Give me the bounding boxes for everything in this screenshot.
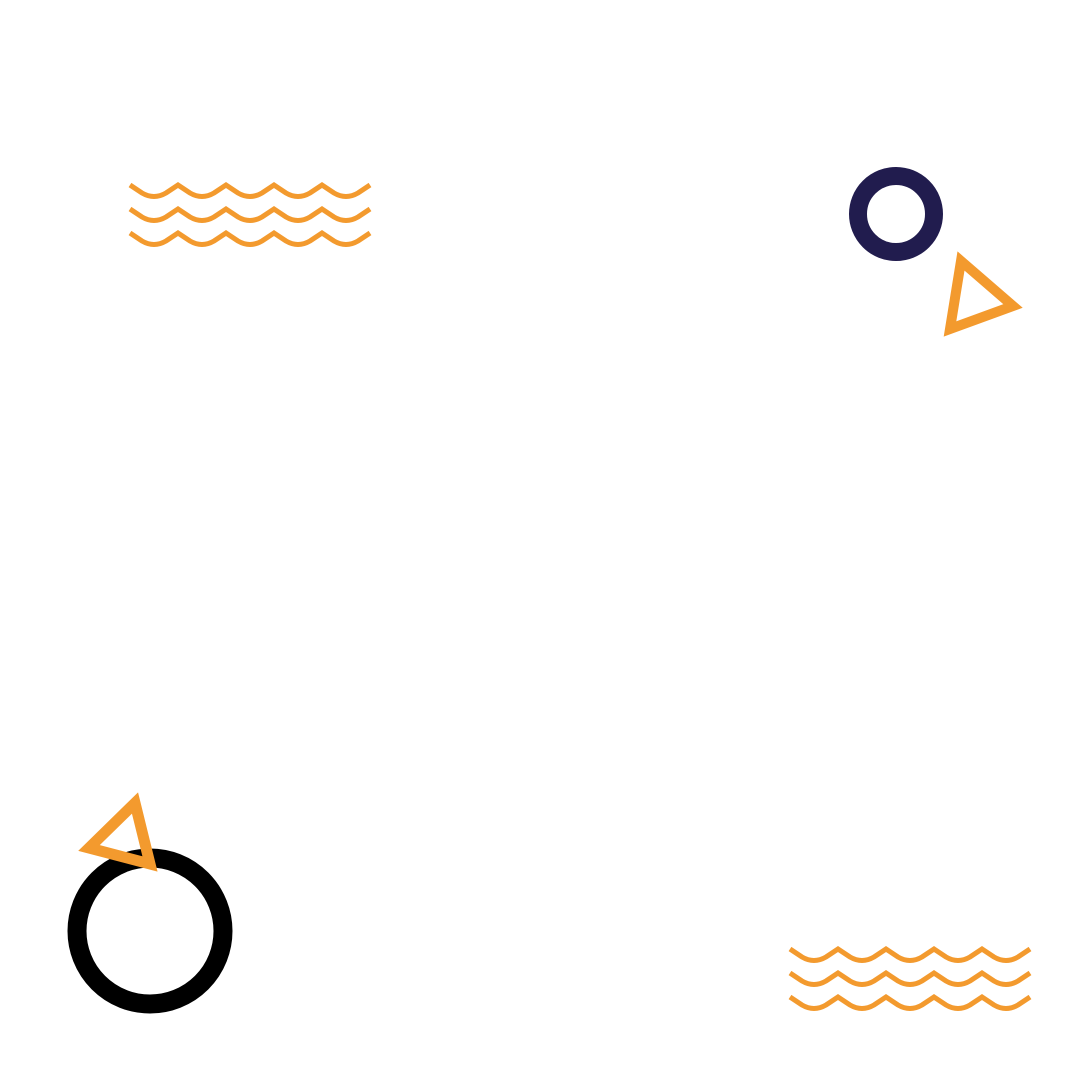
wave-line bbox=[128, 205, 372, 223]
wave-line bbox=[788, 993, 1032, 1011]
wave-lines-top-left bbox=[128, 181, 372, 247]
wave-line bbox=[128, 181, 372, 199]
wave-line bbox=[128, 229, 372, 247]
wave-line bbox=[788, 945, 1032, 963]
navy-ring bbox=[849, 167, 943, 261]
black-ring bbox=[67, 848, 233, 1014]
wave-line bbox=[788, 969, 1032, 987]
orange-triangle-bottom-left bbox=[78, 792, 158, 872]
wave-lines-bottom-right bbox=[788, 945, 1032, 1011]
orange-triangle-top-right bbox=[943, 251, 1023, 337]
